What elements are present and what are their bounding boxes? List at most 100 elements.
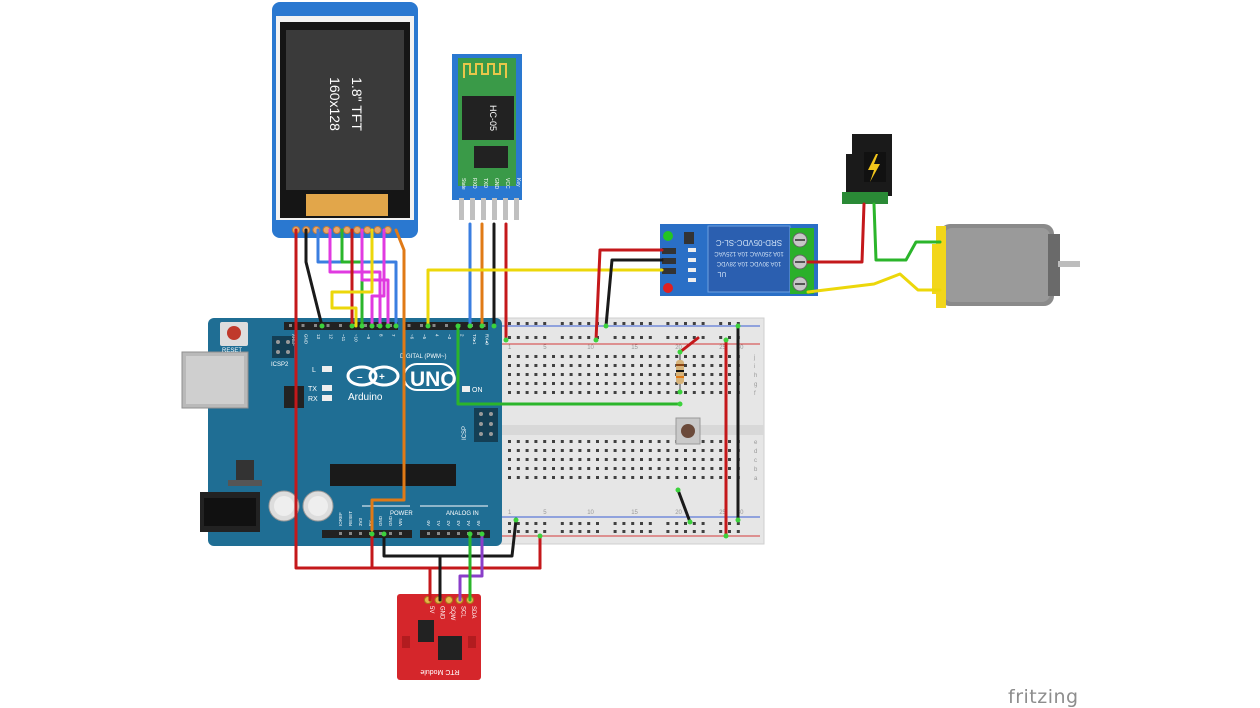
bb-hole — [543, 391, 547, 394]
push-button[interactable] — [675, 417, 701, 445]
bb-hole — [516, 440, 520, 443]
header-pin[interactable] — [349, 532, 352, 535]
header-pin[interactable] — [339, 324, 342, 327]
bb-hole — [684, 373, 687, 376]
tft-pin — [353, 226, 362, 234]
bb-hole — [701, 373, 705, 376]
header-pin[interactable] — [301, 324, 305, 327]
rtc-title: RTC Module — [420, 668, 459, 675]
header-pin[interactable] — [477, 532, 480, 535]
bb-rail-hole — [701, 322, 705, 325]
bb-rail-hole — [719, 336, 723, 339]
header-pin[interactable] — [359, 532, 362, 535]
header-pin[interactable] — [427, 532, 430, 535]
bb-rail-hole — [684, 336, 687, 339]
bb-hole — [640, 373, 643, 376]
header-pin[interactable] — [420, 324, 423, 327]
bb-hole — [613, 373, 617, 376]
bb-hole — [534, 355, 538, 358]
rtc-pin-label: SCL — [460, 606, 466, 618]
bb-hole — [516, 373, 520, 376]
header-pin[interactable] — [379, 532, 382, 535]
bb-hole — [622, 440, 626, 443]
wire-endpoint — [381, 531, 387, 537]
bb-hole — [552, 476, 555, 479]
bb-rail-hole — [622, 522, 626, 525]
atmega-chip — [330, 464, 456, 486]
bb-hole — [578, 440, 582, 443]
bb-row-label: j — [753, 355, 755, 361]
wire-endpoint — [677, 389, 683, 395]
analog-pin-label: A4 — [466, 520, 471, 526]
wire-endpoint — [735, 323, 741, 329]
header-pin[interactable] — [445, 324, 448, 327]
header-pin[interactable] — [326, 324, 330, 327]
bb-hole — [692, 382, 696, 385]
header-pin[interactable] — [339, 532, 342, 535]
bb-hole — [560, 458, 564, 461]
wire-endpoint — [735, 517, 741, 523]
bb-rail-hole — [684, 322, 687, 325]
bt-pin — [503, 198, 508, 220]
bb-hole — [578, 449, 582, 452]
wire-red — [594, 248, 664, 342]
tft-pin — [373, 226, 382, 234]
bb-hole — [508, 382, 511, 385]
header-pin[interactable] — [399, 532, 402, 535]
bb-hole — [578, 476, 582, 479]
bb-rail-hole — [640, 522, 643, 525]
analog-pin-label: A0 — [426, 520, 431, 526]
header-pin[interactable] — [389, 324, 392, 327]
bb-hole — [728, 458, 731, 461]
bb-hole — [560, 364, 564, 367]
relay-ul-mark: UL — [717, 270, 726, 277]
bb-rail-hole — [516, 530, 520, 533]
bb-hole — [666, 476, 670, 479]
bb-rail-hole — [701, 522, 705, 525]
analog-label: ANALOG IN — [446, 511, 479, 517]
bt-pin-label: GND — [493, 178, 499, 190]
wire-red — [806, 202, 866, 264]
power-pin-label: 3V3 — [358, 517, 363, 526]
bb-rail-hole — [701, 336, 705, 339]
header-pin[interactable] — [289, 324, 292, 327]
bb-hole — [587, 440, 591, 443]
power-pin-label: IOREF — [338, 512, 343, 526]
bb-rail-hole — [578, 530, 582, 533]
bb-col-label: 30 — [737, 345, 744, 351]
bb-hole — [569, 458, 573, 461]
bb-rail-hole — [692, 522, 696, 525]
bb-rail-hole — [569, 522, 573, 525]
bb-hole — [692, 373, 696, 376]
header-pin[interactable] — [364, 324, 367, 327]
header-pin[interactable] — [389, 532, 392, 535]
header-pin[interactable] — [314, 324, 317, 327]
bb-hole — [604, 373, 608, 376]
header-pin[interactable] — [437, 532, 440, 535]
bb-hole — [692, 364, 696, 367]
header-pin[interactable] — [457, 532, 460, 535]
bb-row-label: g — [754, 382, 757, 388]
bb-hole — [596, 449, 599, 452]
wire-endpoint — [513, 517, 519, 523]
bb-hole — [587, 373, 591, 376]
power-label: POWER — [390, 511, 413, 517]
header-pin[interactable] — [447, 532, 450, 535]
bb-hole — [525, 382, 529, 385]
bb-hole — [675, 467, 679, 470]
bb-hole — [640, 364, 643, 367]
bb-hole — [596, 382, 599, 385]
bb-hole — [596, 458, 599, 461]
header-pin[interactable] — [432, 324, 436, 327]
lightning-icon — [868, 154, 880, 182]
bb-hole — [657, 355, 661, 358]
header-pin[interactable] — [407, 324, 411, 327]
tft-resolution-label: 160x128 — [327, 77, 343, 131]
digital-pin-label: RX◂0 — [485, 334, 490, 346]
icsp2-label: ICSP2 — [271, 362, 289, 368]
bb-hole — [728, 373, 731, 376]
bb-hole — [596, 373, 599, 376]
wire-endpoint — [377, 323, 383, 329]
wire-endpoint — [385, 323, 391, 329]
bb-hole — [613, 391, 617, 394]
